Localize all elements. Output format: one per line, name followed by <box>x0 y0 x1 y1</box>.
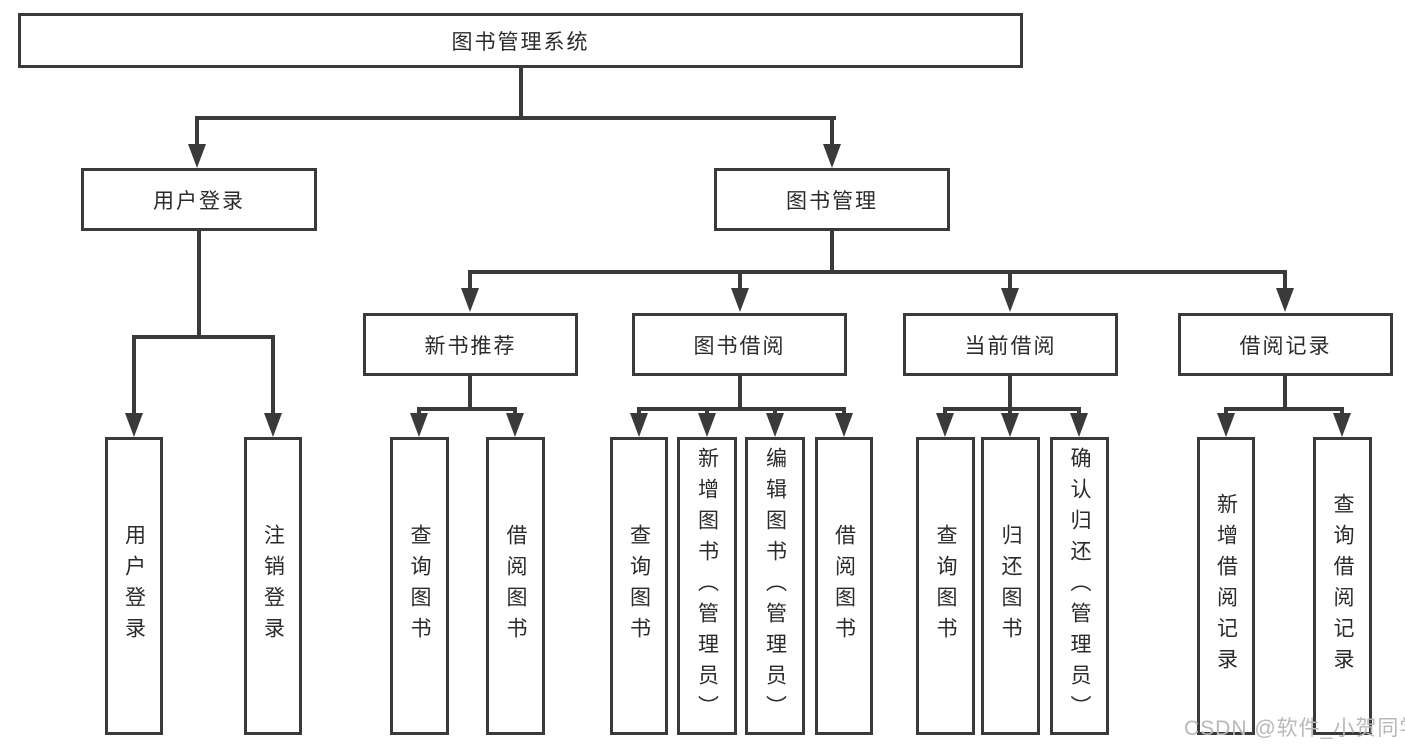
leaf-query-borrow-record-label: 查询借阅记录 <box>1331 493 1354 679</box>
arrowhead-icon <box>1001 413 1019 437</box>
connector-line <box>637 407 641 415</box>
leaf-query-borrow-record: 查询借阅记录 <box>1313 437 1372 735</box>
arrowhead-icon <box>630 413 648 437</box>
connector-line <box>1283 270 1287 290</box>
leaf-add-book-admin-label: 新增图书（管理员） <box>695 446 719 726</box>
arrowhead-icon <box>1001 288 1019 312</box>
arrowhead-icon <box>731 288 749 312</box>
connector-line <box>1008 407 1012 415</box>
connector-line <box>1008 376 1012 411</box>
connector-line <box>738 376 742 411</box>
connector-line <box>842 407 846 415</box>
leaf-add-borrow-record-label: 新增借阅记录 <box>1214 493 1238 679</box>
leaf-add-book-admin: 新增图书（管理员） <box>677 437 737 735</box>
node-user-login-label: 用户登录 <box>153 189 245 213</box>
arrowhead-icon <box>125 413 143 437</box>
leaf-borrow-query-books: 查询图书 <box>610 437 668 735</box>
node-book-management-label: 图书管理 <box>786 189 878 213</box>
connector-line <box>519 68 523 120</box>
connector-line <box>468 376 472 411</box>
connector-line <box>513 407 517 415</box>
arrowhead-icon <box>936 413 954 437</box>
arrowhead-icon <box>835 413 853 437</box>
connector-line <box>1077 407 1081 415</box>
connector-line <box>468 270 472 290</box>
node-borrow-records-label: 借阅记录 <box>1239 334 1332 358</box>
connector-line <box>1224 407 1228 415</box>
node-borrow-records: 借阅记录 <box>1178 313 1393 376</box>
leaf-confirm-return-admin: 确认归还（管理员） <box>1050 437 1109 735</box>
connector-line <box>943 407 947 415</box>
leaf-user-login-label: 用户登录 <box>122 524 146 648</box>
leaf-confirm-return-admin-label: 确认归还（管理员） <box>1068 446 1091 726</box>
connector-line <box>417 407 517 411</box>
connector-line <box>830 231 834 274</box>
node-book-borrow-label: 图书借阅 <box>693 334 786 358</box>
leaf-user-login: 用户登录 <box>105 437 163 735</box>
connector-line <box>830 116 834 146</box>
arrowhead-icon <box>823 144 841 168</box>
connector-line <box>738 270 742 290</box>
connector-line <box>1340 407 1344 415</box>
connector-line <box>773 407 777 415</box>
leaf-logout-label: 注销登录 <box>261 524 285 648</box>
arrowhead-icon <box>264 413 282 437</box>
leaf-newbook-query-books-label: 查询图书 <box>408 524 431 648</box>
node-current-borrow: 当前借阅 <box>903 313 1118 376</box>
leaf-return-books: 归还图书 <box>981 437 1040 735</box>
leaf-add-borrow-record: 新增借阅记录 <box>1197 437 1255 735</box>
connector-line <box>195 116 199 146</box>
node-current-borrow-label: 当前借阅 <box>964 334 1057 358</box>
leaf-return-books-label: 归还图书 <box>999 524 1022 648</box>
node-system-root: 图书管理系统 <box>18 13 1023 68</box>
leaf-logout: 注销登录 <box>244 437 302 735</box>
connector-line <box>271 335 275 415</box>
leaf-borrow-query-books-label: 查询图书 <box>627 524 651 648</box>
connector-line <box>1224 407 1344 411</box>
node-new-book-recommend: 新书推荐 <box>363 313 578 376</box>
node-user-login: 用户登录 <box>81 168 317 231</box>
arrowhead-icon <box>506 413 524 437</box>
node-system-root-label: 图书管理系统 <box>451 30 590 54</box>
csdn-watermark: CSDN @软件_小贺同学 <box>1184 717 1405 740</box>
arrowhead-icon <box>1217 413 1235 437</box>
leaf-edit-book-admin-label: 编辑图书（管理员） <box>763 446 787 726</box>
leaf-current-query-books: 查询图书 <box>916 437 975 735</box>
leaf-newbook-borrow-books-label: 借阅图书 <box>504 524 527 648</box>
connector-line <box>943 407 1081 411</box>
connector-line <box>637 407 846 411</box>
leaf-newbook-query-books: 查询图书 <box>390 437 449 735</box>
leaf-current-query-books-label: 查询图书 <box>934 524 957 648</box>
connector-line <box>417 407 421 415</box>
leaf-borrow-books-label: 借阅图书 <box>832 524 856 648</box>
connector-line <box>197 231 201 339</box>
arrowhead-icon <box>766 413 784 437</box>
connector-line <box>132 335 136 415</box>
connector-line <box>195 116 836 120</box>
arrowhead-icon <box>461 288 479 312</box>
connector-line <box>1283 376 1287 411</box>
arrowhead-icon <box>1333 413 1351 437</box>
arrowhead-icon <box>188 144 206 168</box>
leaf-edit-book-admin: 编辑图书（管理员） <box>745 437 805 735</box>
arrowhead-icon <box>1070 413 1088 437</box>
connector-line <box>705 407 709 415</box>
arrowhead-icon <box>698 413 716 437</box>
node-new-book-recommend-label: 新书推荐 <box>424 334 517 358</box>
connector-line <box>132 335 275 339</box>
leaf-newbook-borrow-books: 借阅图书 <box>486 437 545 735</box>
arrowhead-icon <box>410 413 428 437</box>
leaf-borrow-books: 借阅图书 <box>815 437 873 735</box>
node-book-management: 图书管理 <box>714 168 950 231</box>
arrowhead-icon <box>1276 288 1294 312</box>
connector-line <box>1008 270 1012 290</box>
connector-line <box>468 270 1287 274</box>
node-book-borrow: 图书借阅 <box>632 313 847 376</box>
